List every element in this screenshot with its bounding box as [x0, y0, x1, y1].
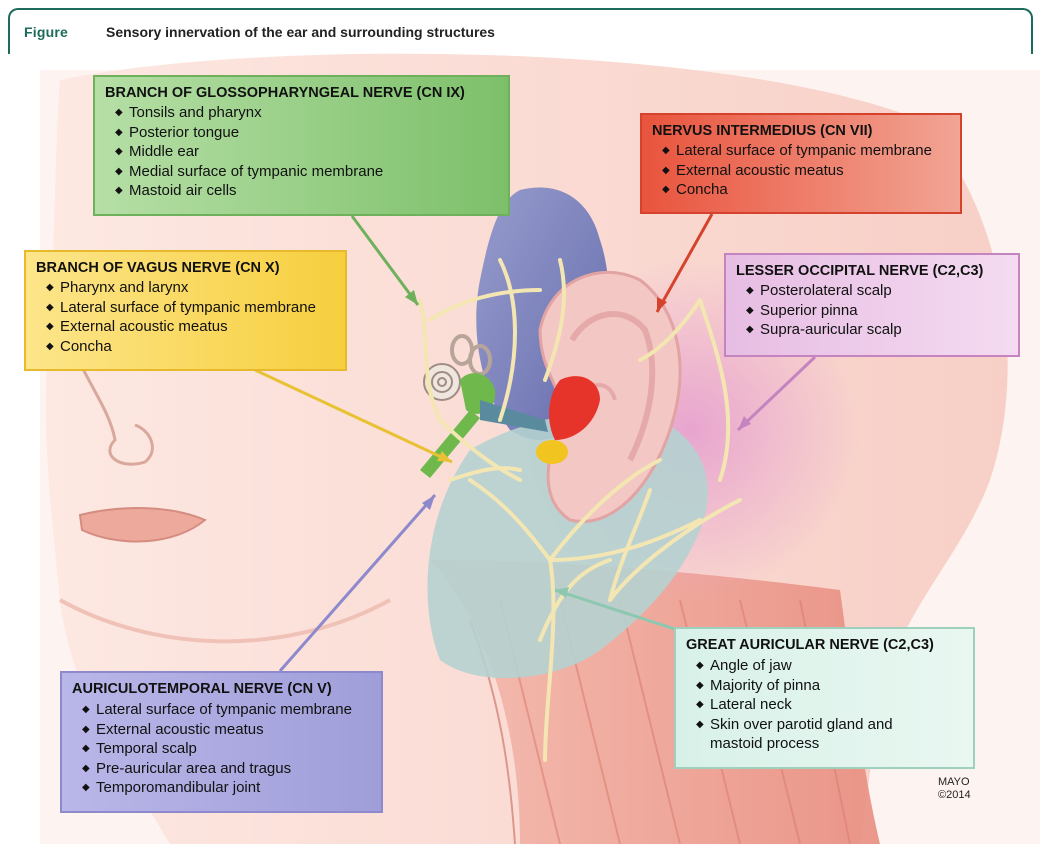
- figure-title: Sensory innervation of the ear and surro…: [106, 24, 495, 40]
- lesser-occipital-box: LESSER OCCIPITAL NERVE (C2,C3) Posterola…: [724, 253, 1020, 357]
- vagus-title: BRANCH OF VAGUS NERVE (CN X): [36, 260, 280, 276]
- list-item: Angle of jaw: [696, 656, 963, 676]
- pointer-great-auricular: [554, 588, 691, 636]
- glossopharyngeal-list: Tonsils and pharynx Posterior tongue Mid…: [105, 103, 498, 201]
- lesser-occipital-title: LESSER OCCIPITAL NERVE (C2,C3): [736, 263, 984, 279]
- list-item: Lateral surface of tympanic membrane: [662, 141, 950, 161]
- pointer-lines: [254, 213, 817, 672]
- great-auricular-box: GREAT AURICULAR NERVE (C2,C3) Angle of j…: [674, 627, 975, 769]
- list-item: Skin over parotid gland and: [696, 715, 963, 735]
- figure-header-frame: [8, 8, 1033, 54]
- list-item: Majority of pinna: [696, 676, 963, 696]
- arrowhead-glossopharyngeal: [405, 290, 418, 305]
- credit-line-2: ©2014: [938, 789, 971, 801]
- arrowhead-lesser-occipital: [738, 416, 751, 430]
- list-item: Concha: [662, 180, 950, 200]
- intermedius-list: Lateral surface of tympanic membrane Ext…: [652, 141, 950, 200]
- nerve-fibers: [418, 258, 742, 762]
- list-item: Temporomandibular joint: [82, 778, 371, 798]
- credit-line-1: MAYO: [938, 776, 970, 788]
- list-item: Superior pinna: [746, 301, 1008, 321]
- arrowhead-intermedius: [657, 297, 667, 312]
- list-item: Middle ear: [115, 142, 498, 162]
- vagus-box: BRANCH OF VAGUS NERVE (CN X) Pharynx and…: [24, 250, 347, 371]
- list-item: Posterior tongue: [115, 123, 498, 143]
- inner-ear: [420, 334, 548, 478]
- list-item: Concha: [46, 337, 335, 357]
- intermedius-box: NERVUS INTERMEDIUS (CN VII) Lateral surf…: [640, 113, 962, 214]
- concha-region: [548, 376, 600, 440]
- pointer-arrowheads: [405, 290, 751, 598]
- auriculotemporal-title: AURICULOTEMPORAL NERVE (CN V): [72, 681, 332, 697]
- glossopharyngeal-title: BRANCH OF GLOSSOPHARYNGEAL NERVE (CN IX): [105, 85, 465, 101]
- copyright-credit: MAYO ©2014: [938, 776, 971, 802]
- pointer-intermedius: [655, 213, 714, 313]
- list-item: External acoustic meatus: [82, 720, 371, 740]
- list-item: Lateral surface of tympanic membrane: [46, 298, 335, 318]
- meatus-region: [536, 440, 568, 464]
- nose-outline: [68, 339, 154, 466]
- figure-label: Figure: [24, 24, 68, 40]
- list-item: Pre-auricular area and tragus: [82, 759, 371, 779]
- auriculotemporal-list: Lateral surface of tympanic membrane Ext…: [72, 700, 371, 798]
- pointer-glossopharyngeal: [350, 215, 420, 306]
- list-item-continuation: mastoid process: [710, 735, 820, 752]
- great-auricular-title: GREAT AURICULAR NERVE (C2,C3): [686, 637, 934, 653]
- lesser-occipital-list: Posterolateral scalp Superior pinna Supr…: [736, 281, 1008, 340]
- pointer-lesser-occipital: [736, 355, 817, 432]
- jaw-contour: [59, 598, 391, 644]
- list-item: Lateral surface of tympanic membrane: [82, 700, 371, 720]
- arrowhead-great-auricular: [555, 587, 569, 598]
- list-item: Mastoid air cells: [115, 181, 498, 201]
- glossopharyngeal-box: BRANCH OF GLOSSOPHARYNGEAL NERVE (CN IX)…: [93, 75, 510, 216]
- list-item: External acoustic meatus: [662, 161, 950, 181]
- great-auricular-list: Angle of jaw Majority of pinna Lateral n…: [686, 656, 963, 754]
- intermedius-title: NERVUS INTERMEDIUS (CN VII): [652, 123, 873, 139]
- list-item: External acoustic meatus: [46, 317, 335, 337]
- pointer-vagus: [254, 368, 453, 464]
- list-item: Lateral neck: [696, 695, 963, 715]
- list-item: Supra-auricular scalp: [746, 320, 1008, 340]
- auriculotemporal-box: AURICULOTEMPORAL NERVE (CN V) Lateral su…: [60, 671, 383, 813]
- list-item: Medial surface of tympanic membrane: [115, 162, 498, 182]
- list-item: Posterolateral scalp: [746, 281, 1008, 301]
- arrowhead-vagus: [437, 451, 452, 462]
- list-item: Pharynx and larynx: [46, 278, 335, 298]
- list-item: Temporal scalp: [82, 739, 371, 759]
- pointer-auriculotemporal: [278, 494, 437, 672]
- list-item: Tonsils and pharynx: [115, 103, 498, 123]
- vagus-list: Pharynx and larynx Lateral surface of ty…: [36, 278, 335, 356]
- arrowhead-auriculotemporal: [422, 495, 435, 510]
- lips: [78, 507, 207, 543]
